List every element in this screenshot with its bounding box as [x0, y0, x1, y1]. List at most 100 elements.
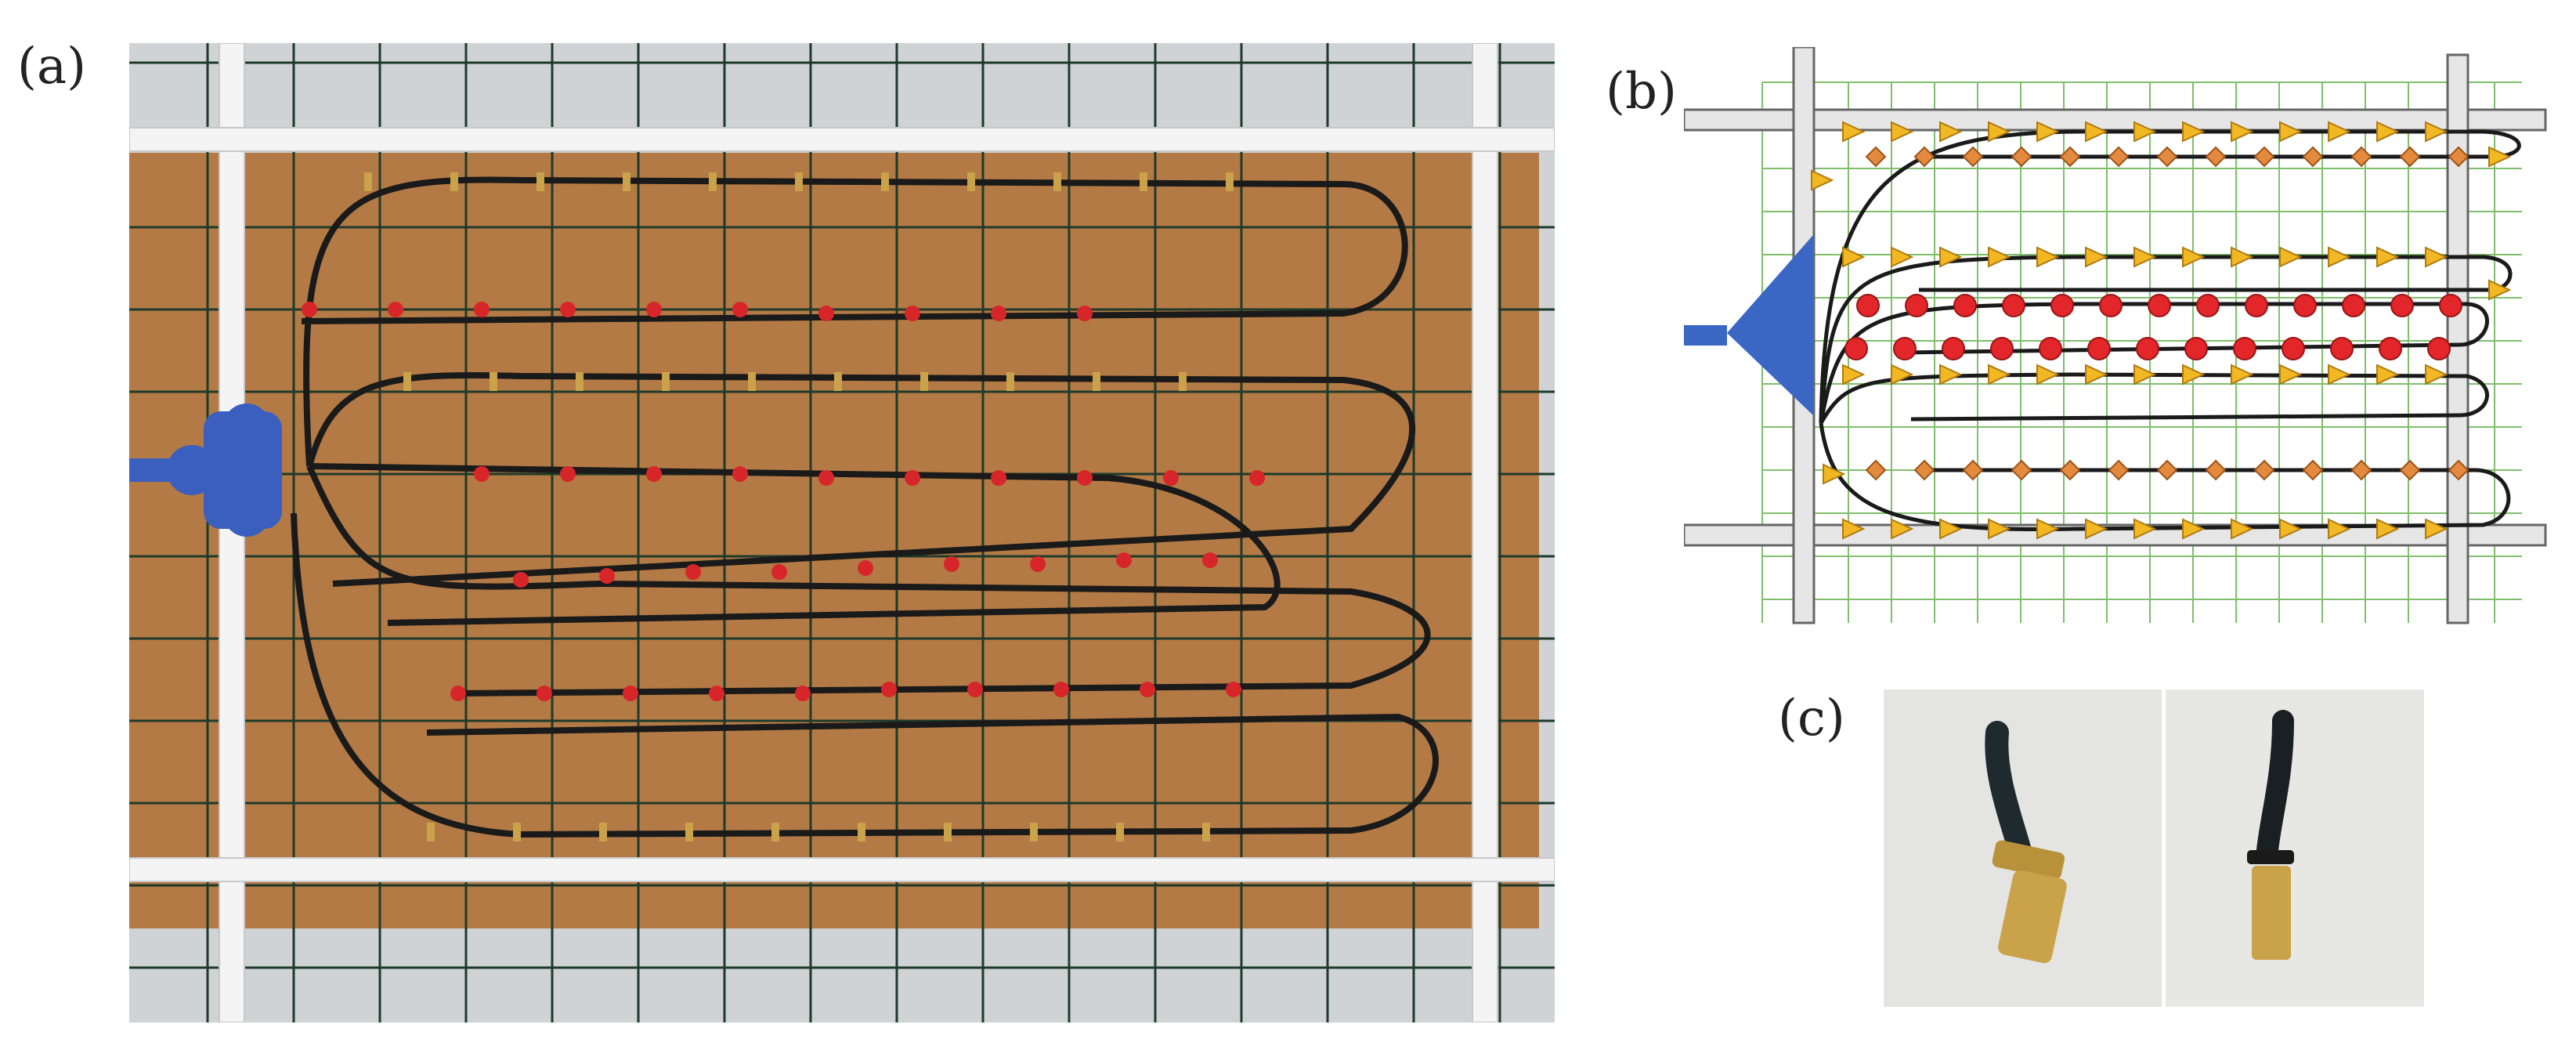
triangle-marker-icon	[2036, 246, 2060, 268]
diagram-nozzle-feed	[1684, 235, 1813, 415]
brass-collar	[1992, 840, 2065, 880]
triangle-marker-icon	[1988, 246, 2011, 268]
black-ring	[2247, 850, 2294, 864]
blue-manifold	[129, 404, 282, 537]
diamond-marker-icon	[2059, 459, 2081, 481]
photo-background	[2166, 689, 2424, 1007]
diamond-marker-icon	[2448, 146, 2469, 168]
triangle-marker-icon	[1939, 518, 1963, 540]
triangle-marker-icon	[2182, 121, 2206, 143]
triangle-marker-icon	[2425, 246, 2448, 268]
circle-marker-icon	[2330, 337, 2354, 360]
diamond-marker-icon	[2205, 459, 2227, 481]
black-tube	[2256, 710, 2294, 861]
triangle-marker-icon	[2328, 246, 2351, 268]
schematic-diagram	[1684, 47, 2547, 624]
circle-marker-icon	[2184, 337, 2208, 360]
circle-marker-icon	[1942, 337, 1965, 360]
triangle-marker-icon	[2231, 364, 2254, 385]
triangle-marker-icon	[1811, 169, 1834, 191]
diamond-marker-icon	[1865, 146, 1887, 168]
triangle-marker-icon	[1842, 121, 1866, 143]
triangle-marker-icon	[2036, 518, 2060, 540]
circle-marker-icon	[1844, 337, 1868, 360]
diamond-marker-icon	[2253, 459, 2275, 481]
diamond-marker-icon	[2302, 459, 2324, 481]
triangle-marker-icon	[2488, 279, 2512, 301]
photo-brass-nozzle-2	[2166, 689, 2424, 1007]
triangle-marker-icon	[2425, 364, 2448, 385]
triangle-marker-icon	[1939, 364, 1963, 385]
triangle-marker-icon	[2376, 121, 2400, 143]
triangle-marker-icon	[1939, 246, 1963, 268]
triangle-marker-icon	[2328, 518, 2351, 540]
circle-markers	[1844, 294, 2462, 360]
diamond-marker-icon	[2350, 459, 2372, 481]
triangle-marker-icon	[2133, 518, 2157, 540]
diamond-marker-icon	[1865, 459, 1887, 481]
triangle-marker-icon	[2133, 246, 2157, 268]
triangle-marker-icon	[2085, 246, 2108, 268]
diamond-marker-icon	[2399, 146, 2421, 168]
triangle-marker-icon	[2182, 518, 2206, 540]
triangle-marker-icon	[2279, 246, 2303, 268]
diagram-hoses	[1819, 129, 2521, 531]
circle-marker-icon	[2233, 337, 2256, 360]
diamond-marker-icon	[2059, 146, 2081, 168]
triangle-marker-icon	[1842, 518, 1866, 540]
diamond-marker-icon	[1913, 146, 1935, 168]
circle-marker-icon	[2379, 337, 2402, 360]
white-frame	[129, 43, 1555, 1022]
circle-marker-icon	[2050, 294, 2074, 317]
diamond-marker-icon	[2108, 146, 2130, 168]
diamond-marker-icon	[2108, 459, 2130, 481]
triangle-marker-icon	[2376, 364, 2400, 385]
circle-marker-icon	[2282, 337, 2305, 360]
triangle-marker-icon	[1891, 121, 1914, 143]
triangle-marker-icon	[2376, 246, 2400, 268]
panel-label-b: (b)	[1606, 63, 1677, 121]
diamond-marker-icon	[2302, 146, 2324, 168]
triangle-marker-icon	[2036, 364, 2060, 385]
circle-marker-icon	[1893, 337, 1917, 360]
diamond-marker-icon	[2350, 146, 2372, 168]
triangle-marker-icon	[2085, 121, 2108, 143]
brass-body	[1998, 870, 2067, 964]
diamond-markers	[1865, 146, 2469, 481]
diamond-marker-icon	[2399, 459, 2421, 481]
circle-marker-icon	[2245, 294, 2268, 317]
triangle-marker-icon	[2425, 121, 2448, 143]
diamond-marker-icon	[2205, 146, 2227, 168]
triangle-marker-icon	[2279, 364, 2303, 385]
wooden-board	[129, 153, 1539, 928]
photo-nozzle-network	[129, 43, 1555, 1022]
triangle-markers	[1811, 121, 2512, 540]
triangle-marker-icon	[2328, 121, 2351, 143]
triangle-marker-icon	[2231, 246, 2254, 268]
triangle-marker-icon	[2085, 518, 2108, 540]
circle-marker-icon	[2087, 337, 2111, 360]
triangle-marker-icon	[2328, 364, 2351, 385]
circle-marker-icon	[1953, 294, 1977, 317]
circle-marker-icon	[2099, 294, 2123, 317]
circle-marker-icon	[2148, 294, 2171, 317]
triangle-marker-icon	[1842, 364, 1866, 385]
diamond-marker-icon	[2156, 146, 2178, 168]
triangle-marker-icon	[2133, 364, 2157, 385]
diamond-marker-icon	[2156, 459, 2178, 481]
brass-nozzles	[364, 172, 1234, 841]
diamond-marker-icon	[1962, 146, 1984, 168]
circle-marker-icon	[2039, 337, 2062, 360]
panel-label-c: (c)	[1778, 689, 1845, 747]
triangle-marker-icon	[1891, 518, 1914, 540]
triangle-marker-icon	[1988, 518, 2011, 540]
diamond-marker-icon	[2253, 146, 2275, 168]
circle-marker-icon	[2342, 294, 2365, 317]
triangle-marker-icon	[2085, 364, 2108, 385]
red-nozzles	[302, 302, 1265, 701]
triangle-marker-icon	[1823, 463, 1846, 485]
circle-marker-icon	[2002, 294, 2025, 317]
triangle-marker-icon	[2036, 121, 2060, 143]
triangle-marker-icon	[2231, 518, 2254, 540]
diamond-marker-icon	[2011, 459, 2032, 481]
